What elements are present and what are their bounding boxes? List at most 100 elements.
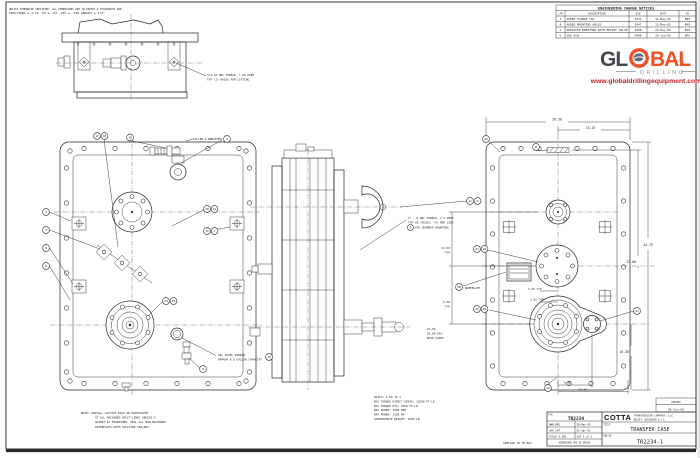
sheet-number: SHT 1 of 2 bbox=[577, 434, 593, 438]
svg-text:24: 24 bbox=[483, 247, 487, 251]
checked-by: CHK CAP bbox=[549, 428, 560, 432]
svg-text:19: 19 bbox=[267, 355, 271, 359]
top-view: 3/4-10 UNC THREAD, 1.00 DEEP TYP (2) HOL… bbox=[56, 14, 254, 102]
filler-breather bbox=[169, 155, 187, 181]
note-line4: INTERFACES WITH SILICONE SEALANT. bbox=[95, 425, 151, 429]
svg-text:4: 4 bbox=[45, 246, 47, 250]
svg-text:11-May-05: 11-May-05 bbox=[655, 17, 671, 21]
filler-breather-label: FILLER & BREATHER bbox=[193, 137, 222, 141]
back-output-flange bbox=[529, 295, 607, 353]
svg-text:3: 3 bbox=[45, 228, 47, 232]
balloon: 24 bbox=[162, 297, 170, 305]
checked-date: 01-Apr-05 bbox=[577, 428, 591, 432]
svg-text:A: A bbox=[560, 17, 562, 21]
balloon: 3 bbox=[223, 135, 231, 143]
svg-text:18: 18 bbox=[103, 134, 107, 138]
svg-text:24-May-05: 24-May-05 bbox=[655, 28, 671, 32]
svg-text:21: 21 bbox=[635, 309, 639, 313]
svg-text:BPS: BPS bbox=[685, 23, 690, 27]
mounting-pads-front bbox=[71, 216, 245, 294]
svg-text:B: B bbox=[560, 23, 562, 27]
side-fitting bbox=[249, 327, 261, 337]
output-yoke bbox=[343, 185, 387, 229]
spec-ratio: RATIO: 1.69 TO 1 bbox=[374, 395, 401, 399]
logo-bal-text: BAL bbox=[650, 48, 691, 71]
dim-425: 4.25 TYP bbox=[528, 287, 542, 291]
drawn-by: DWN BPS bbox=[549, 422, 560, 426]
balloon: 18 bbox=[100, 132, 109, 140]
svg-text:19: 19 bbox=[128, 136, 132, 140]
svg-text:2968: 2968 bbox=[635, 28, 642, 32]
side-view: 1" - 8 UNC THREAD, 1.5 DEEP TYP (8) HOLE… bbox=[248, 143, 454, 390]
oil-window-label1: OIL LEVEL WINDOW bbox=[218, 353, 245, 357]
balloon: M bbox=[532, 143, 540, 151]
drawing-number: TR2234-1 bbox=[637, 439, 664, 445]
scale-value: SCALE 0.200 bbox=[549, 434, 567, 438]
svg-text:12: 12 bbox=[546, 386, 550, 390]
nameplate bbox=[506, 262, 532, 282]
ecn-row: C REPLACED BREATHER WITH RELIEF VALVE 29… bbox=[560, 28, 691, 32]
svg-text:11: 11 bbox=[468, 199, 472, 203]
ecn-table: ENGINEERING CHANGE NOTICES LTR DESCRIPTI… bbox=[555, 4, 697, 39]
dim-593: 5.93 TYP bbox=[530, 298, 544, 302]
dwg-no-label: DWG NO. bbox=[604, 435, 613, 438]
cotta-wordmark: COTTA bbox=[604, 413, 631, 422]
dim-1300: 13.00 bbox=[578, 387, 587, 391]
title-block: REVISED 29-Jun-05 P/N TR2234 DWN BPS 29-… bbox=[546, 397, 697, 447]
balloon: 25 bbox=[169, 297, 178, 305]
svg-text:3: 3 bbox=[226, 137, 228, 141]
front-view: FILLER & BREATHER OIL LEVEL WINDOW APPRO… bbox=[49, 135, 262, 396]
ecn-row: B ADDED MOUNTING HOLES 2947 13-May-05 BP… bbox=[560, 23, 691, 27]
global-drilling-logo: GL BAL DRILLING www.globaldrillingequipm… bbox=[590, 48, 700, 85]
svg-text:6: 6 bbox=[45, 264, 47, 268]
part-number: TR2234 bbox=[568, 416, 585, 422]
top-view-stub2 bbox=[57, 57, 65, 67]
svg-text:25: 25 bbox=[483, 307, 487, 311]
sheet-border bbox=[5, 0, 700, 458]
ecn-header-desc: DESCRIPTION bbox=[588, 11, 606, 15]
svg-text:C: C bbox=[560, 28, 562, 32]
svg-text:17: 17 bbox=[95, 134, 99, 138]
svg-text:29-Jun-05: 29-Jun-05 bbox=[655, 34, 671, 38]
balloon: 22 bbox=[473, 305, 481, 313]
coupler-chain bbox=[95, 243, 153, 284]
ecn-header-date: DATE bbox=[660, 11, 667, 15]
company-line2: BELOIT, WISCONSIN U.S.A. bbox=[634, 419, 666, 422]
pn-label: P/N bbox=[549, 414, 554, 417]
balloon: 23 bbox=[473, 245, 481, 253]
spec-block: RATIO: 1.69 TO 1 MAX TORQUE DIRECT DRIVE… bbox=[374, 395, 435, 421]
breather-piping bbox=[149, 145, 181, 157]
front-upper-flange bbox=[111, 191, 153, 233]
ecn-header-ltr: LTR bbox=[558, 11, 563, 15]
svg-text:25: 25 bbox=[172, 299, 176, 303]
title-label: TITLE bbox=[604, 424, 611, 427]
tolerance-note-line1: UNLESS OTHERWISE SPECIFIED: ALL DIMENSIO… bbox=[9, 7, 123, 11]
balloon: 24 bbox=[480, 245, 489, 253]
spec-power: MAX POWER: 1100 HP bbox=[374, 413, 405, 417]
svg-text:H: H bbox=[477, 199, 479, 203]
lifting-note-line1: 3/4-10 UNC THREAD, 1.00 DEEP bbox=[207, 73, 254, 77]
note-line1: NOTE: INSTALL LOCTITE #515 OR EQUIVALENT bbox=[81, 411, 149, 415]
company-line1: TRANSMISSION COMPANY, LLC bbox=[634, 414, 673, 418]
dim-1038: 10.38 bbox=[619, 350, 629, 354]
balloon: 21 bbox=[210, 205, 219, 213]
svg-text:2947: 2947 bbox=[635, 23, 642, 27]
drawn-date: 29-Mar-05 bbox=[577, 422, 591, 426]
similar-to-note: SIMILAR TO TR-883 bbox=[503, 441, 532, 445]
ecn-title: ENGINEERING CHANGE NOTICES bbox=[598, 6, 654, 10]
balloon: B bbox=[407, 224, 414, 231]
balloon: 11 bbox=[466, 197, 474, 205]
svg-text:BPS: BPS bbox=[685, 28, 690, 32]
dims-in-inches-note: DIMENSIONS ARE IN INCHES bbox=[559, 442, 591, 445]
balloon: 25 bbox=[480, 305, 489, 313]
logo-gl-text: GL bbox=[600, 48, 628, 71]
balloon: 19 bbox=[265, 353, 273, 361]
balloon: 6 bbox=[42, 262, 50, 270]
oil-window-label2: APPROX 8.5 GALLON CAPACITY bbox=[218, 358, 262, 362]
svg-text:ADDED FLANGE CAP: ADDED FLANGE CAP bbox=[567, 17, 595, 21]
logo-website-url[interactable]: www.globaldrillingequipment.com bbox=[590, 78, 700, 85]
dim-550: 5.50 bbox=[443, 300, 450, 304]
front-view-bolt-holes bbox=[64, 146, 252, 386]
top-view-stub bbox=[63, 55, 71, 69]
